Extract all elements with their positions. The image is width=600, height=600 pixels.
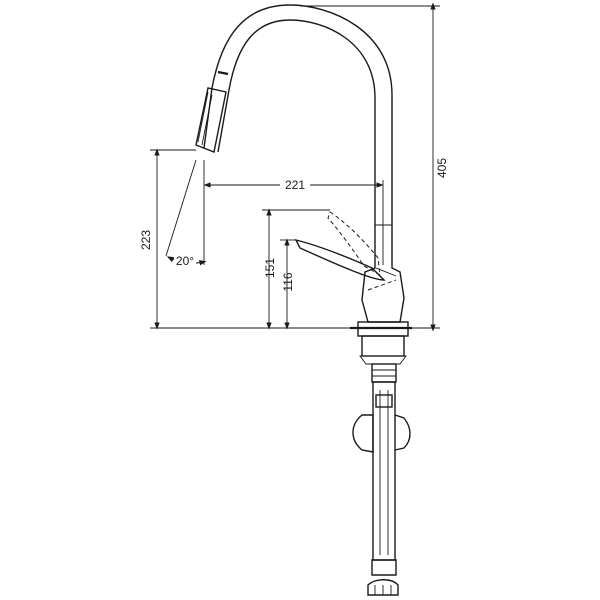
dim-label-116: 116	[281, 272, 295, 291]
dimension-handle-raised: 151	[262, 208, 330, 330]
dimension-angle: 20°	[165, 159, 207, 268]
dimension-outlet-height: 223	[139, 148, 350, 330]
dimension-reach: 221	[203, 160, 384, 265]
dim-label-405: 405	[435, 158, 449, 178]
dim-label-223: 223	[139, 230, 153, 250]
dimension-total-height: 405	[300, 2, 449, 332]
dim-label-20deg: 20°	[176, 254, 194, 268]
spout	[195, 4, 393, 240]
supply-hoses	[352, 381, 411, 596]
base-mount	[350, 321, 412, 383]
mixer-body	[294, 211, 405, 323]
dimension-handle-closed: 116	[280, 238, 296, 330]
dim-label-221: 221	[285, 178, 305, 192]
dim-label-151: 151	[263, 258, 277, 278]
